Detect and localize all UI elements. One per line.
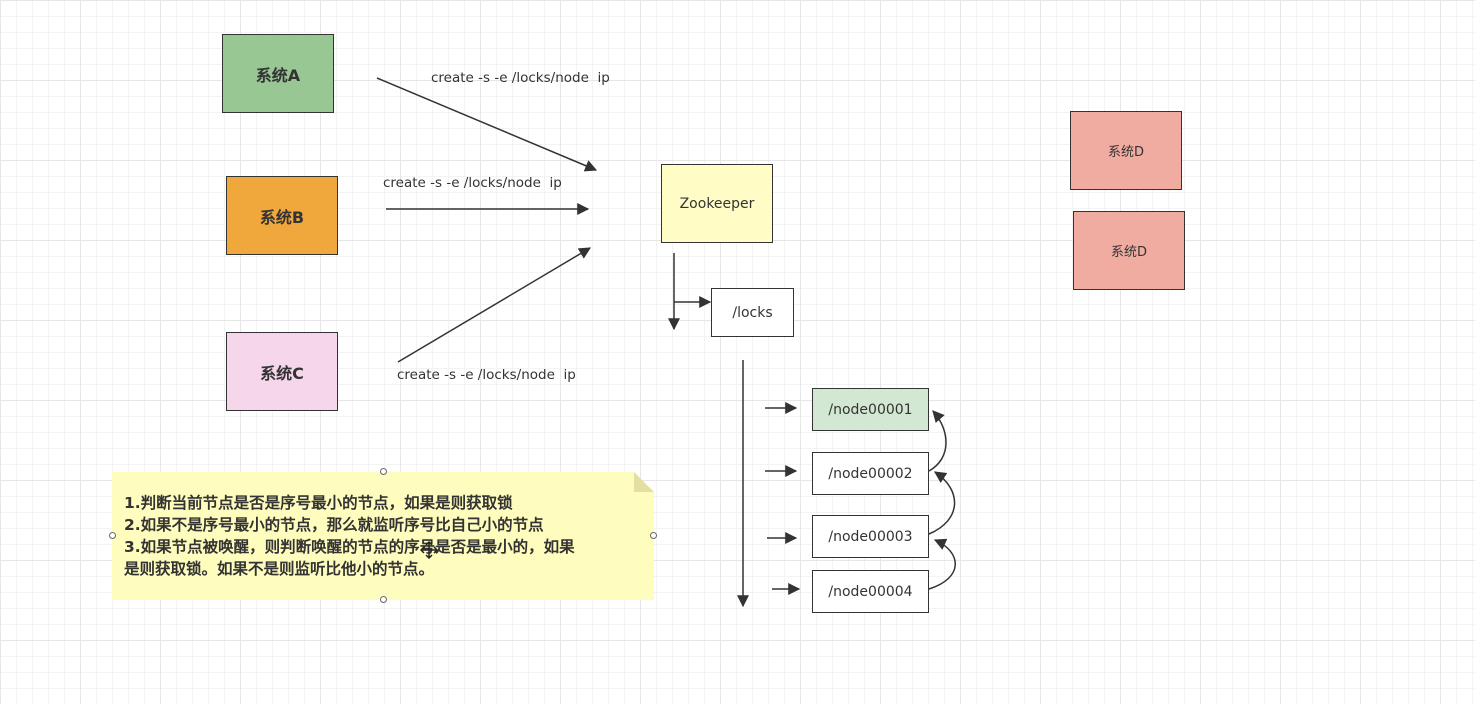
sticky-note[interactable] bbox=[112, 472, 654, 600]
system-b-node[interactable]: 系统B bbox=[226, 176, 338, 255]
resize-handle-bottom[interactable] bbox=[380, 596, 387, 603]
node00001[interactable]: /node00001 bbox=[812, 388, 929, 431]
edge-c-to-zookeeper[interactable] bbox=[397, 247, 592, 363]
system-d-node-1[interactable]: 系统D bbox=[1070, 111, 1182, 190]
node00004[interactable]: /node00004 bbox=[812, 570, 929, 613]
system-a-node[interactable]: 系统A bbox=[222, 34, 334, 113]
node00003[interactable]: /node00003 bbox=[812, 515, 929, 558]
locks-node[interactable]: /locks bbox=[711, 288, 794, 337]
edge-label-c: create -s -e /locks/node ip bbox=[397, 367, 576, 383]
edge-label-a: create -s -e /locks/node ip bbox=[431, 70, 610, 86]
note-line-4: 是则获取锁。如果不是则监听比他小的节点。 bbox=[124, 560, 435, 578]
system-c-node[interactable]: 系统C bbox=[226, 332, 338, 411]
note-line-3: 3.如果节点被唤醒，则判断唤醒的节点的序号是否是最小的，如果 bbox=[124, 538, 575, 556]
resize-handle-left[interactable] bbox=[109, 532, 116, 539]
resize-handle-top[interactable] bbox=[380, 468, 387, 475]
node00002[interactable]: /node00002 bbox=[812, 452, 929, 495]
watch-node4-to-node3[interactable] bbox=[928, 538, 956, 590]
note-line-1: 1.判断当前节点是否是序号最小的节点，如果是则获取锁 bbox=[124, 494, 513, 512]
watch-node3-to-node2[interactable] bbox=[928, 471, 956, 535]
sticky-note-text: 1.判断当前节点是否是序号最小的节点，如果是则获取锁 2.如果不是序号最小的节点… bbox=[124, 492, 644, 580]
edge-a-to-zookeeper[interactable] bbox=[376, 77, 598, 172]
resize-handle-right[interactable] bbox=[650, 532, 657, 539]
system-d-node-2[interactable]: 系统D bbox=[1073, 211, 1185, 290]
note-line-2: 2.如果不是序号最小的节点，那么就监听序号比自己小的节点 bbox=[124, 516, 544, 534]
edge-label-b: create -s -e /locks/node ip bbox=[383, 175, 562, 191]
zookeeper-node[interactable]: Zookeeper bbox=[661, 164, 773, 243]
watch-node2-to-node1[interactable] bbox=[928, 410, 947, 472]
move-cursor-icon bbox=[420, 541, 438, 559]
